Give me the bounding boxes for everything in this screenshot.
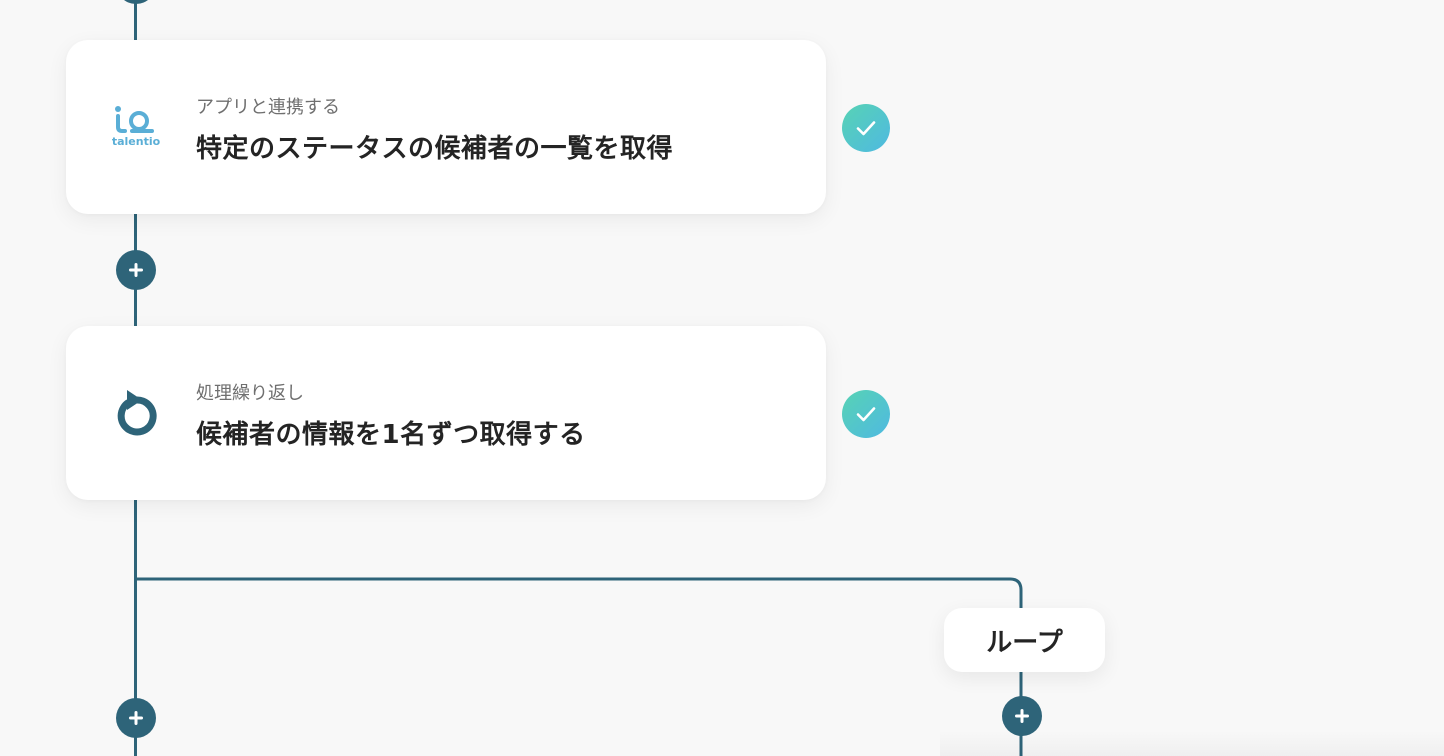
step-card-talentio[interactable]: talentio アプリと連携する 特定のステータスの候補者の一覧を取得 xyxy=(66,40,826,214)
step-subtitle: アプリと連携する xyxy=(196,97,340,118)
talentio-logo-text: talentio xyxy=(112,135,161,148)
step-subtitle: 処理繰り返し xyxy=(196,383,304,404)
add-step-button-main[interactable] xyxy=(116,698,156,738)
talentio-logo-icon: talentio xyxy=(108,100,164,156)
add-step-button-top[interactable] xyxy=(116,0,156,4)
plus-icon xyxy=(1015,709,1029,723)
loop-arrow-icon xyxy=(108,386,164,442)
plus-icon xyxy=(129,263,143,277)
plus-icon xyxy=(129,711,143,725)
add-step-button-loop[interactable] xyxy=(1002,696,1042,736)
step-card-loop[interactable]: 処理繰り返し 候補者の情報を1名ずつ取得する xyxy=(66,326,826,500)
step-title: 候補者の情報を1名ずつ取得する xyxy=(196,420,586,450)
step-title: 特定のステータスの候補者の一覧を取得 xyxy=(196,134,674,164)
completed-check-icon xyxy=(842,104,890,152)
completed-check-icon xyxy=(842,390,890,438)
loop-branch-label[interactable]: ループ xyxy=(944,608,1105,672)
add-step-button[interactable] xyxy=(116,250,156,290)
